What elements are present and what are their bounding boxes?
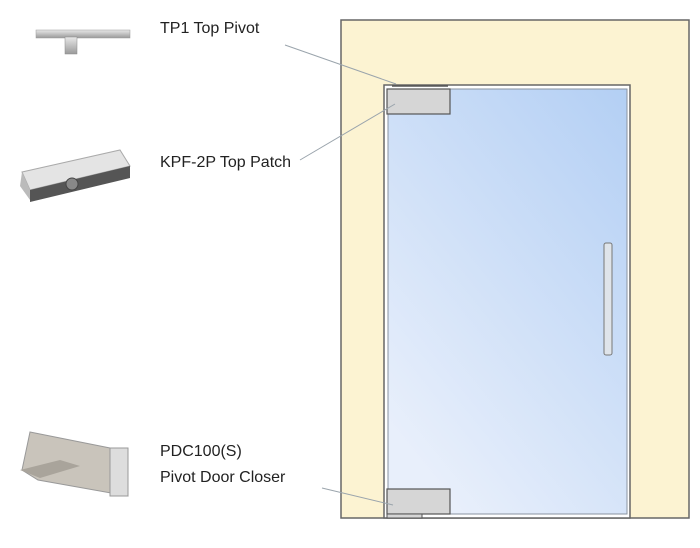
leader-lines (284, 44, 397, 506)
closer-name-label: Pivot Door Closer (160, 469, 286, 486)
top-pivot-label: TP1 Top Pivot (160, 20, 260, 37)
top-patch-label: KPF-2P Top Patch (160, 154, 292, 171)
glass-door[interactable] (387, 88, 628, 515)
bottom-patch-fitting (386, 488, 451, 515)
top-pivot-image (35, 29, 131, 55)
top-patch-image (20, 149, 131, 202)
door-handle[interactable] (603, 242, 613, 356)
closer-model-label: PDC100(S) (160, 443, 242, 460)
top-patch-fitting (386, 88, 451, 115)
pivot-door-closer-image (20, 431, 129, 497)
